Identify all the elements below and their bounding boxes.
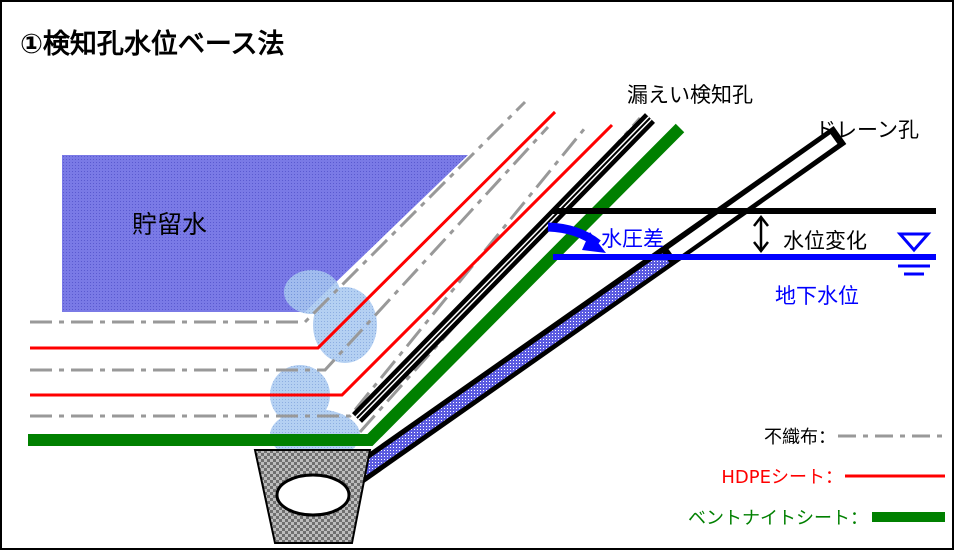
pressure-arrow-head <box>582 232 606 253</box>
hdpe-sheet-1 <box>30 110 557 350</box>
water-level-symbol <box>896 232 932 276</box>
drain-pipe-section <box>275 473 351 517</box>
groundwater-label: 地下水位 <box>775 284 859 308</box>
reservoir-label: 貯留水 <box>132 210 207 239</box>
level-change-arrow <box>753 214 769 254</box>
legend-label-hdpe: HDPEシート： <box>721 467 843 488</box>
leak-detection-pipe <box>351 113 656 423</box>
leak-hole-label: 漏えい検知孔 <box>627 83 753 107</box>
level-change-label: 水位変化 <box>783 229 867 253</box>
nonwoven-sheet-1 <box>30 100 527 324</box>
pressure-diff-label: 水圧差 <box>601 227 664 251</box>
legend-label-bentonite: ベントナイトシート： <box>688 508 868 529</box>
drain-hole-label: ドレーン孔 <box>815 118 919 142</box>
legend-label-nonwoven: 不織布： <box>764 427 836 448</box>
nonwoven-sheet-2 <box>30 125 550 372</box>
hdpe-sheet-2 <box>30 123 614 397</box>
reservoir-water <box>62 155 468 312</box>
nonwoven-sheet-3 <box>30 127 587 418</box>
hdpe-layers <box>30 110 614 397</box>
drain-pipe <box>345 126 847 487</box>
diagram-title: ①検知孔水位ベース法 <box>20 28 285 60</box>
